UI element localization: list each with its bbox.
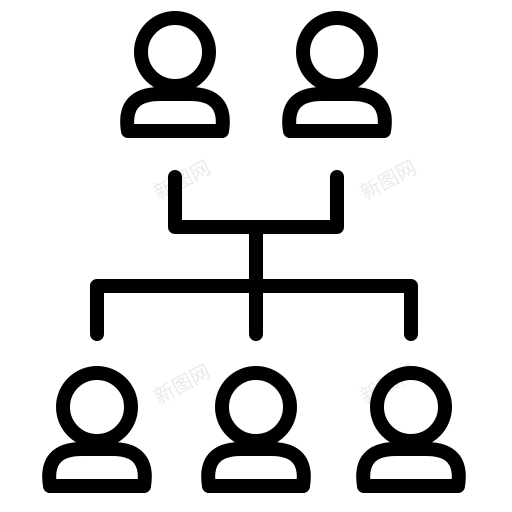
person-head (56, 366, 138, 448)
watermark-text: 新图网 (150, 359, 214, 408)
icon-strokes (42, 11, 466, 493)
watermark-text: 新图网 (356, 155, 420, 204)
watermark-text: 新图网 (150, 155, 214, 204)
person-head (370, 366, 452, 448)
person-head (215, 366, 297, 448)
person-icon-bottom-right (356, 366, 466, 493)
person-icon-bottom-left (42, 366, 152, 493)
person-body (42, 442, 152, 493)
person-icon-top-left (120, 11, 230, 138)
person-icon-bottom-center (201, 366, 311, 493)
top-connector-bracket (168, 170, 344, 234)
person-body (356, 442, 466, 493)
person-body (120, 87, 230, 138)
person-icon-top-right (282, 11, 392, 138)
person-body (282, 87, 392, 138)
person-body (201, 442, 311, 493)
bottom-distribution-line (90, 279, 418, 341)
person-head (134, 11, 216, 93)
person-head (296, 11, 378, 93)
